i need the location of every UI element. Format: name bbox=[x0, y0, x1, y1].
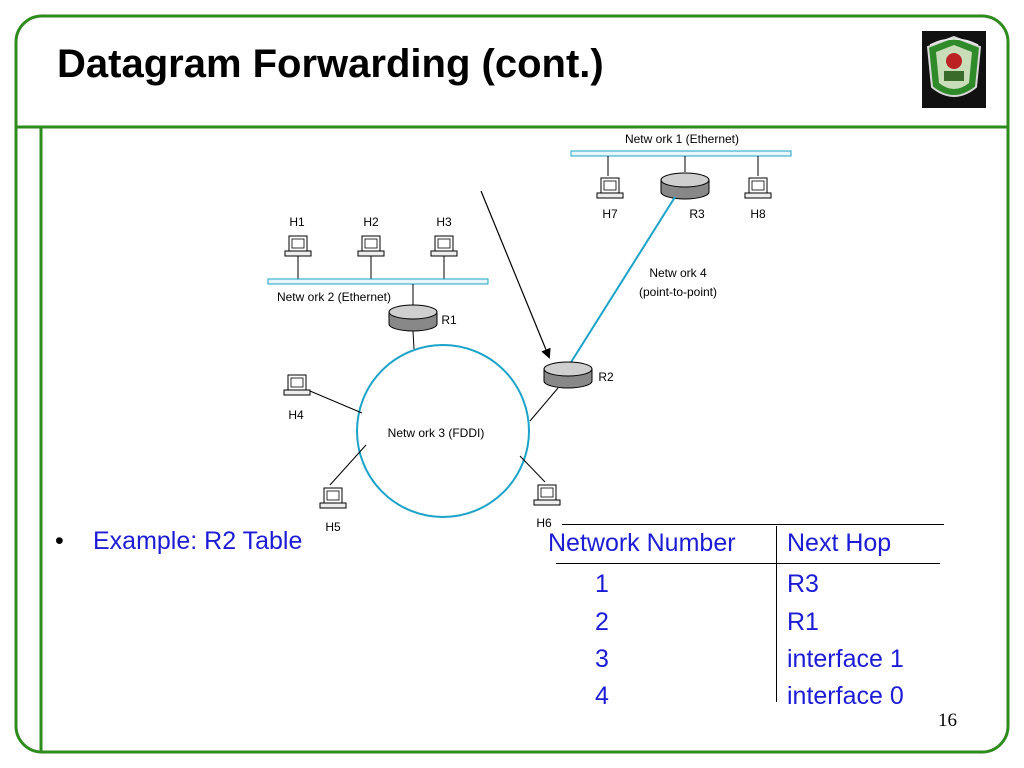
network-2-label: Netw ork 2 (Ethernet) bbox=[277, 290, 391, 304]
host-h5-label: H5 bbox=[325, 520, 341, 534]
router-r3-icon bbox=[660, 172, 710, 200]
page-title: Datagram Forwarding (cont.) bbox=[57, 42, 604, 86]
router-r2-icon bbox=[543, 361, 593, 389]
host-h3-label: H3 bbox=[436, 215, 452, 229]
host-h6-label: H6 bbox=[536, 516, 552, 530]
host-h2-icon bbox=[357, 235, 385, 257]
network-2-bus bbox=[267, 278, 489, 285]
host-h6-icon bbox=[533, 484, 561, 506]
table-header-next-hop: Next Hop bbox=[787, 529, 892, 557]
table-cell-next-hop: R1 bbox=[787, 608, 819, 636]
bullet-item: • Example: R2 Table bbox=[55, 527, 302, 556]
router-r2-label: R2 bbox=[598, 370, 614, 384]
network-3-label: Netw ork 3 (FDDI) bbox=[388, 426, 485, 440]
table-column-divider bbox=[776, 526, 777, 702]
pointer-arrow bbox=[480, 190, 551, 359]
host-h7-label: H7 bbox=[602, 207, 618, 221]
host-h8-label: H8 bbox=[750, 207, 766, 221]
university-logo bbox=[922, 31, 986, 108]
table-header-network: Network Number bbox=[548, 529, 736, 557]
host-h8-icon bbox=[744, 177, 772, 199]
table-cell-network: 1 bbox=[595, 570, 609, 598]
table-cell-network: 2 bbox=[595, 608, 609, 636]
host-h4-label: H4 bbox=[288, 408, 304, 422]
host-h7-icon bbox=[596, 177, 624, 199]
table-header-rule bbox=[556, 563, 940, 564]
host-h3-icon bbox=[430, 235, 458, 257]
host-h2-label: H2 bbox=[363, 215, 379, 229]
router-r3-label: R3 bbox=[689, 207, 705, 221]
table-cell-network: 4 bbox=[595, 682, 609, 710]
network-1-label: Netw ork 1 (Ethernet) bbox=[625, 132, 739, 146]
host-h1-label: H1 bbox=[289, 215, 305, 229]
host-h5-icon bbox=[319, 487, 347, 509]
router-r1-icon bbox=[388, 304, 438, 332]
routing-table: Network Number Next Hop 1 R3 2 R1 3 inte… bbox=[548, 524, 944, 710]
slide-number: 16 bbox=[938, 710, 957, 731]
network-3-ring bbox=[356, 344, 530, 518]
host-h1-icon bbox=[284, 235, 312, 257]
table-cell-next-hop: interface 0 bbox=[787, 682, 904, 710]
table-cell-next-hop: R3 bbox=[787, 570, 819, 598]
network-4-link bbox=[567, 196, 676, 368]
bullet-text: Example: R2 Table bbox=[93, 527, 303, 555]
bullet-dot-icon: • bbox=[55, 527, 64, 555]
table-cell-network: 3 bbox=[595, 645, 609, 673]
network-1-bus bbox=[570, 150, 792, 157]
router-r1-label: R1 bbox=[441, 313, 457, 327]
table-top-rule bbox=[562, 524, 944, 525]
host-h4-icon bbox=[283, 374, 311, 396]
network-4-label: Netw ork 4 bbox=[649, 266, 707, 280]
network-4-sublabel: (point-to-point) bbox=[639, 285, 717, 299]
table-cell-next-hop: interface 1 bbox=[787, 645, 904, 673]
